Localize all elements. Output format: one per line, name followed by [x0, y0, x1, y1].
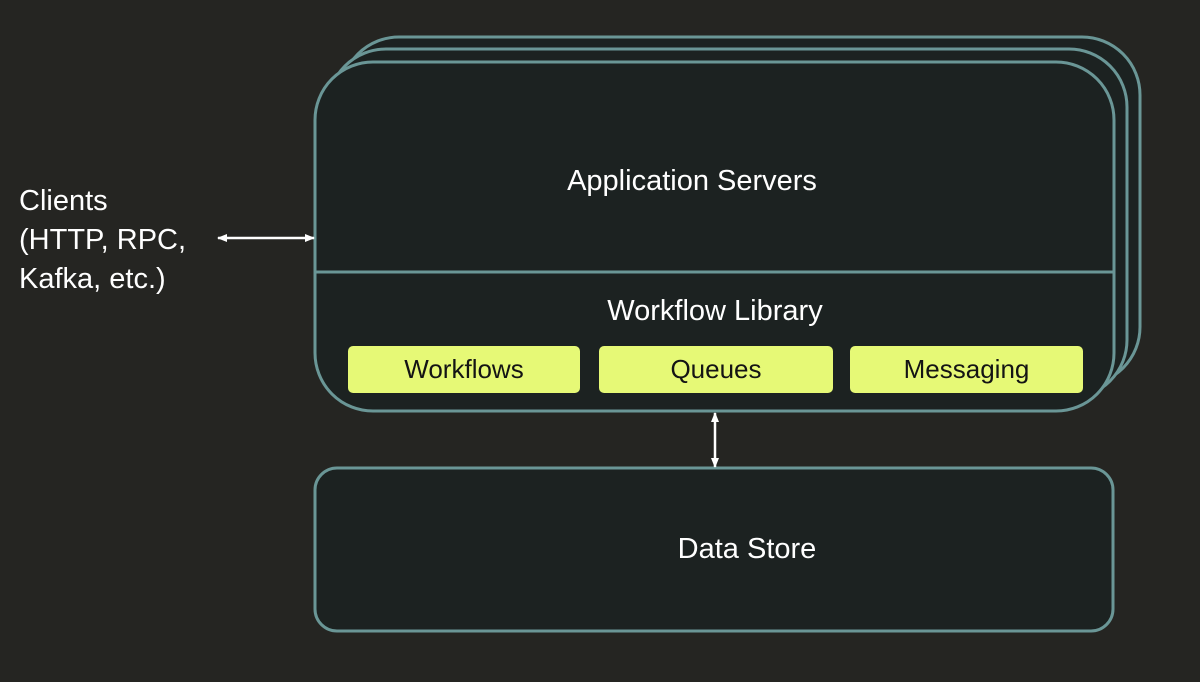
app-server-box-front: [313, 60, 1116, 413]
clients-label: Clients (HTTP, RPC, Kafka, etc.): [19, 182, 186, 299]
workflow-library-title: Workflow Library: [607, 295, 823, 327]
workflows-component: Workflows: [348, 346, 580, 393]
queues-component: Queues: [599, 346, 833, 393]
clients-label-line2: (HTTP, RPC,: [19, 224, 187, 256]
messaging-component: Messaging: [850, 346, 1083, 393]
data-store-box: [313, 466, 1115, 633]
app-servers-title: Application Servers: [567, 165, 817, 197]
queues-component-label: Queues: [670, 354, 762, 384]
clients-label-line1: Clients: [19, 185, 108, 217]
workflows-component-label: Workflows: [404, 354, 524, 384]
messaging-component-label: Messaging: [903, 354, 1030, 384]
data-store-title: Data Store: [677, 533, 817, 565]
clients-label-line3: Kafka, etc.): [19, 263, 166, 295]
